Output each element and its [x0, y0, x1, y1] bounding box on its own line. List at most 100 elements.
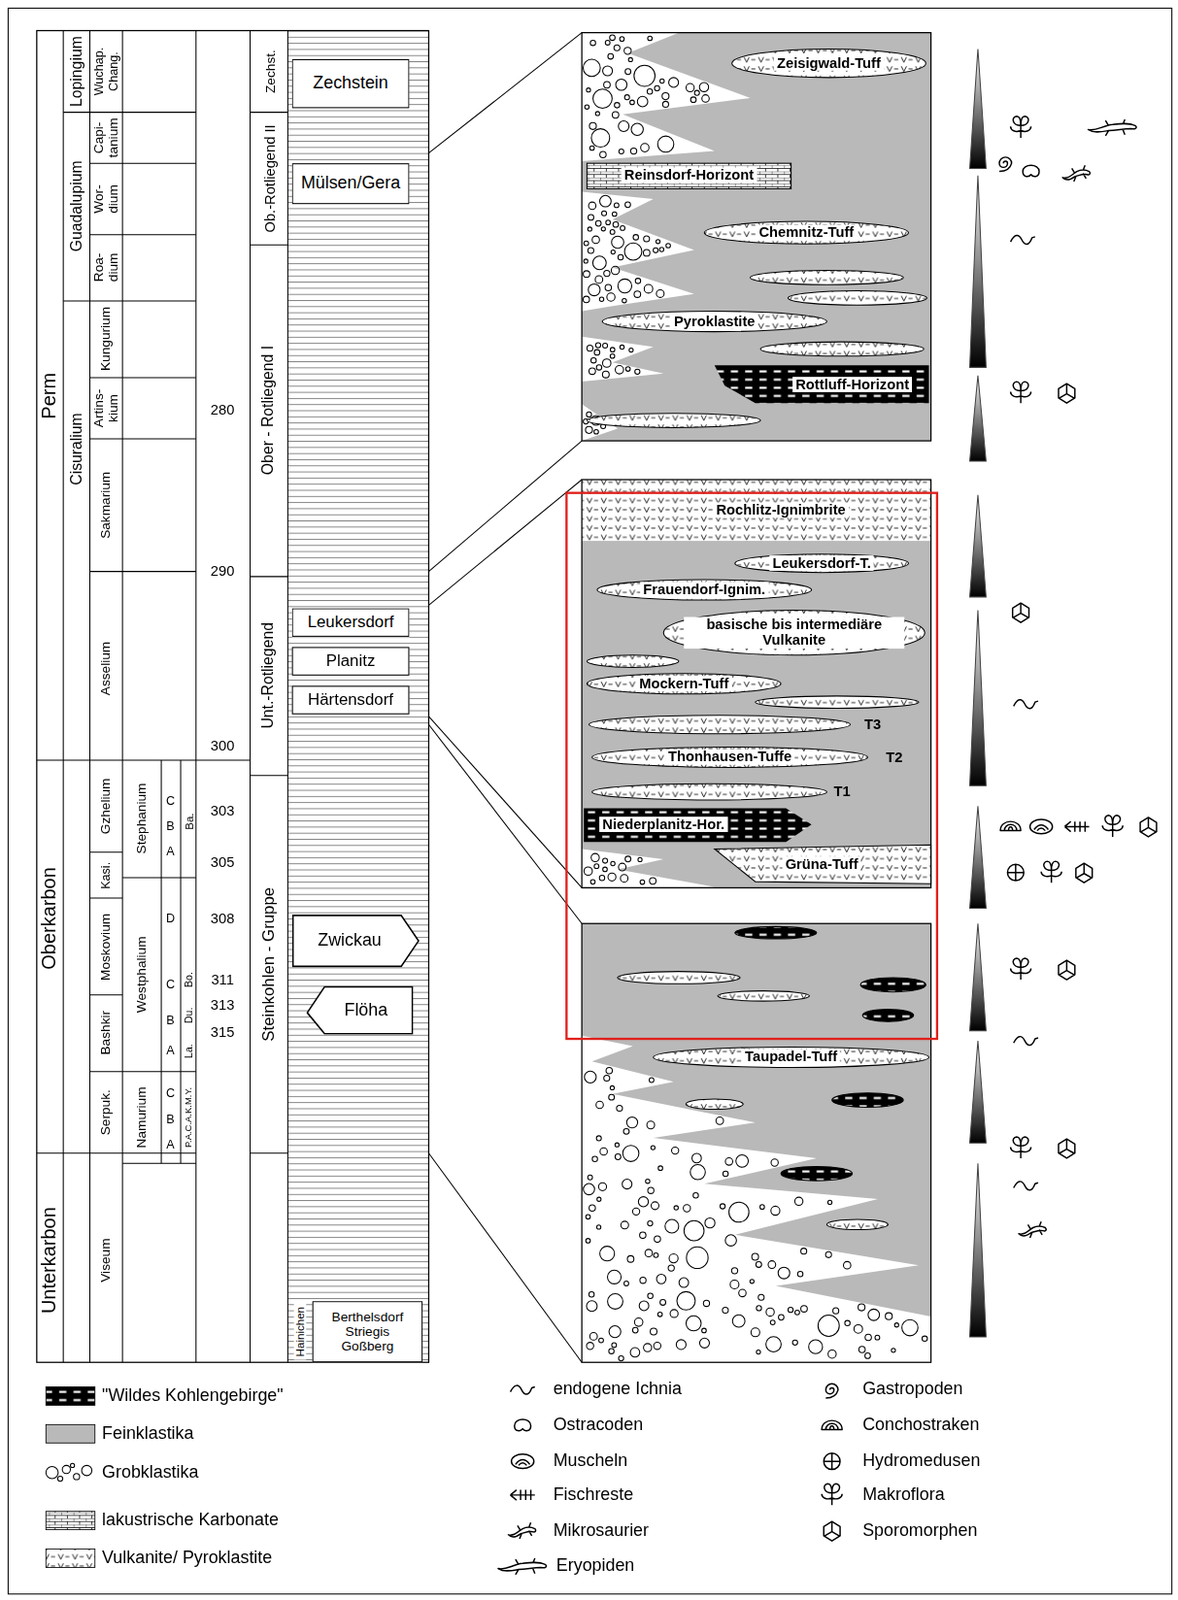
ostra-icon — [514, 1419, 532, 1432]
strat-label: Asselium — [99, 641, 114, 696]
pebble — [656, 1275, 667, 1285]
pebble — [686, 1246, 708, 1269]
pebble — [625, 367, 631, 372]
flora-icon-path — [1010, 1137, 1032, 1159]
fine-clastics — [581, 33, 931, 441]
strat-label: A — [166, 1044, 174, 1059]
pebble — [699, 1338, 709, 1348]
pebble — [648, 1077, 654, 1083]
pebble — [595, 342, 601, 348]
age-number: 290 — [210, 564, 236, 580]
tuff-lens — [597, 579, 812, 601]
table-rule — [89, 234, 196, 236]
ostra-icon-path — [514, 1419, 532, 1432]
strat-label: B — [166, 1112, 174, 1127]
pebble — [583, 1183, 596, 1196]
pebble — [694, 90, 700, 96]
pebble — [630, 100, 636, 105]
legend-text: Feinklastika — [101, 1424, 194, 1445]
formation-name: Mülsen/Gera — [301, 173, 401, 194]
hydro-icon-path — [1007, 864, 1024, 881]
formation-name: Planitz — [326, 652, 375, 671]
legend-swatch — [45, 1424, 95, 1444]
pebble — [594, 349, 601, 356]
pebble — [615, 78, 628, 91]
pebble — [725, 1235, 738, 1247]
table-rule — [89, 571, 196, 573]
pebble — [646, 88, 652, 94]
pebble — [766, 1308, 775, 1316]
pebble — [766, 1337, 782, 1353]
coal-lens — [862, 1009, 914, 1023]
pebble — [611, 1343, 617, 1348]
strat-label: Sakmarium — [99, 471, 114, 539]
pebble — [595, 220, 602, 227]
pebble — [644, 1249, 653, 1258]
pebble — [685, 83, 694, 92]
fine-clastics — [581, 479, 931, 888]
pebble — [613, 202, 619, 208]
legend-text: Eryopiden — [556, 1557, 635, 1578]
pebble — [730, 1279, 740, 1289]
conch-icon-path — [821, 1420, 842, 1430]
pebble — [702, 95, 710, 103]
unit-label: Mockern-Tuff — [636, 675, 732, 692]
pebble — [602, 359, 611, 369]
legend-text: Gastropoden — [862, 1380, 963, 1401]
legend-text: Conchostraken — [862, 1416, 979, 1437]
pebble — [650, 1328, 658, 1336]
pebble — [794, 1310, 800, 1315]
pebble — [778, 1314, 785, 1321]
flora-icon — [1010, 958, 1032, 980]
funnel-line — [428, 440, 582, 573]
spore-icon — [1012, 603, 1030, 623]
pebble — [614, 1143, 619, 1147]
strat-label: C — [166, 977, 175, 992]
pebble — [771, 1159, 778, 1167]
pebble — [620, 226, 626, 232]
strat-label: Guadalupium — [67, 160, 85, 252]
tuff-band — [714, 844, 932, 884]
strat-label: Namurium — [134, 1086, 150, 1148]
legend-text: Mikrosaurier — [553, 1521, 649, 1542]
spore-icon-path — [1012, 603, 1030, 623]
trend-triangle — [970, 175, 987, 369]
pebble — [596, 1225, 601, 1230]
flora-icon — [1010, 381, 1032, 404]
table-rule — [250, 575, 289, 577]
pebble — [635, 369, 640, 374]
pebble — [614, 366, 624, 375]
pebble — [588, 283, 601, 296]
tuff-lens — [732, 48, 927, 77]
pebble — [634, 1317, 643, 1327]
spore-icon — [1058, 960, 1076, 980]
pebble — [632, 1208, 640, 1215]
strat-label: B — [166, 1013, 174, 1028]
pebble — [801, 1306, 808, 1313]
pebble — [602, 370, 609, 378]
table-rule — [89, 31, 91, 1364]
pebble — [702, 1328, 707, 1334]
fish-icon — [510, 1490, 536, 1502]
trend-triangle — [970, 806, 987, 909]
pebble — [588, 214, 595, 221]
pebble — [592, 256, 606, 270]
coarse-clastics — [581, 1036, 931, 1363]
pebble — [592, 1156, 598, 1162]
pebble — [787, 1308, 793, 1313]
pebble — [891, 1348, 896, 1353]
pebble — [618, 863, 627, 872]
unit-label: Reinsdorf-Horizont — [621, 168, 758, 184]
unit-label: T2 — [885, 750, 903, 767]
pebble — [591, 853, 600, 862]
pebble — [588, 201, 597, 210]
pebble — [617, 278, 632, 293]
gastro-icon-path — [999, 157, 1012, 172]
mikro-icon — [1062, 165, 1090, 182]
formation-box: Berthelsdorf Striegis Goßberg — [312, 1301, 424, 1363]
pebble — [660, 1299, 667, 1306]
coarse-clastics — [581, 336, 664, 382]
eryop-icon-path — [1087, 119, 1137, 136]
legend-swatch — [45, 1512, 95, 1531]
pebble — [683, 1220, 705, 1242]
